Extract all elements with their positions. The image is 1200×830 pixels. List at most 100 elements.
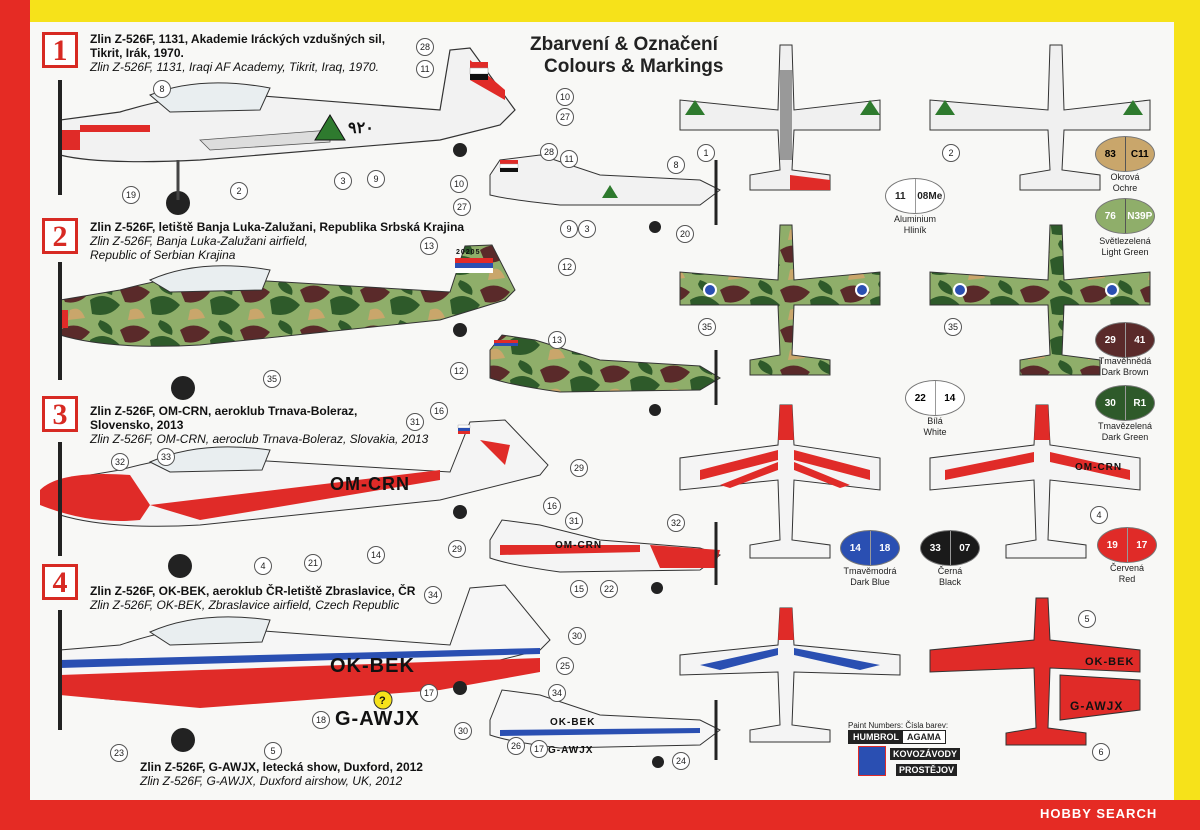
callout-10: 10 bbox=[556, 88, 574, 106]
callout-35c: 35 bbox=[944, 318, 962, 336]
callout-4: 4 bbox=[254, 557, 272, 575]
serial-iraq: ٩٢٠ bbox=[348, 120, 374, 137]
callout-5b: 5 bbox=[1078, 610, 1096, 628]
bottom-red-band bbox=[0, 800, 1200, 830]
callout-25: 25 bbox=[556, 657, 574, 675]
reg-gawjx-main: G-AWJX bbox=[335, 708, 420, 730]
iraq-top-view bbox=[679, 44, 881, 191]
okbek-side-main: ? bbox=[58, 584, 551, 752]
reg-omcrn-bottom: OM-CRN bbox=[1075, 462, 1123, 473]
maker-name-1: KOVOZÁVODY bbox=[890, 748, 961, 760]
callout-29b: 29 bbox=[448, 540, 466, 558]
swatch-black: 33 07 bbox=[920, 530, 980, 566]
callout-32: 32 bbox=[111, 453, 129, 471]
omcrn-side-main bbox=[40, 419, 549, 578]
callout-23: 23 bbox=[110, 744, 128, 762]
reg-okbek-main: OK-BEK bbox=[330, 655, 415, 677]
callout-14: 14 bbox=[367, 546, 385, 564]
reg-okbek-bottom: OK-BEK bbox=[1085, 656, 1135, 668]
krajina-top-view bbox=[679, 224, 881, 376]
iraq-side-main bbox=[58, 47, 516, 215]
swatch-red: 19 17 bbox=[1097, 527, 1157, 563]
title-cz: Zbarvení & Označení bbox=[530, 34, 718, 55]
callout-4b: 4 bbox=[1090, 506, 1108, 524]
callout-8: 8 bbox=[153, 80, 171, 98]
callout-11b: 11 bbox=[560, 150, 578, 168]
paint-brands: HUMBROL AGAMA bbox=[848, 730, 946, 744]
callout-6: 6 bbox=[1092, 743, 1110, 761]
krajina-side-main bbox=[58, 244, 516, 400]
callout-33: 33 bbox=[157, 448, 175, 466]
reg-omcrn-small: OM-CRN bbox=[555, 540, 603, 551]
callout-12: 12 bbox=[558, 258, 576, 276]
iraq-bottom-view bbox=[929, 44, 1151, 191]
svg-text:?: ? bbox=[379, 695, 386, 707]
scheme-caption-3: Zlin Z-526F, OM-CRN, aeroklub Trnava-Bol… bbox=[90, 404, 429, 446]
callout-9b: 9 bbox=[560, 220, 578, 238]
okbek-bottom-view bbox=[929, 597, 1141, 746]
swatch-ochre: 83 C11 bbox=[1095, 136, 1155, 172]
callout-24: 24 bbox=[672, 752, 690, 770]
callout-30b: 30 bbox=[454, 722, 472, 740]
callout-12b: 12 bbox=[450, 362, 468, 380]
omcrn-side-small bbox=[489, 519, 722, 594]
top-yellow-band bbox=[0, 0, 1200, 22]
callout-28b: 28 bbox=[540, 143, 558, 161]
callout-16b: 16 bbox=[543, 497, 561, 515]
title-en: Colours & Markings bbox=[544, 56, 724, 77]
serial-krajina: 20205 bbox=[456, 249, 481, 256]
callout-34b: 34 bbox=[548, 684, 566, 702]
reg-omcrn-main: OM-CRN bbox=[330, 474, 410, 494]
scheme-caption-2: Zlin Z-526F, letiště Banja Luka-Zalužani… bbox=[90, 220, 465, 262]
callout-5: 5 bbox=[264, 742, 282, 760]
brand-agama: AGAMA bbox=[903, 731, 945, 743]
scheme-badge-3: 3 bbox=[42, 396, 78, 432]
callout-21: 21 bbox=[304, 554, 322, 572]
callout-10b: 10 bbox=[450, 175, 468, 193]
callout-16: 16 bbox=[430, 402, 448, 420]
okbek-side-small bbox=[489, 689, 721, 768]
scheme-caption-1: Zlin Z-526F, 1131, Akademie Iráckých vzd… bbox=[90, 32, 386, 74]
iraq-side-small bbox=[489, 154, 721, 233]
reg-gawjx-bottom: G-AWJX bbox=[1070, 699, 1124, 713]
callout-17b: 17 bbox=[530, 740, 548, 758]
krajina-bottom-view bbox=[929, 224, 1151, 376]
page-title: Zbarvení & Označení Colours & Markings bbox=[530, 34, 723, 78]
scheme-badge-1: 1 bbox=[42, 32, 78, 68]
callout-3b: 3 bbox=[578, 220, 596, 238]
swatch-aluminium: 11 08Me bbox=[885, 178, 945, 214]
scheme-caption-5: Zlin Z-526F, G-AWJX, letecká show, Duxfo… bbox=[140, 760, 423, 788]
krajina-side-small bbox=[489, 334, 721, 416]
swatch-dark-green: 30 R1 bbox=[1095, 385, 1155, 421]
paint-numbers-label: Paint Numbers: Čísla barev: bbox=[848, 721, 949, 730]
callout-20: 20 bbox=[676, 225, 694, 243]
watermark-text: HOBBY SEARCH bbox=[1040, 806, 1158, 821]
callout-2b: 2 bbox=[942, 144, 960, 162]
scheme-badge-2: 2 bbox=[42, 218, 78, 254]
callout-29: 29 bbox=[570, 459, 588, 477]
callout-3: 3 bbox=[334, 172, 352, 190]
okbek-top-view bbox=[679, 607, 901, 743]
omcrn-bottom-view bbox=[929, 404, 1141, 559]
kovozavody-logo-icon bbox=[858, 746, 886, 776]
callout-32b: 32 bbox=[667, 514, 685, 532]
callout-8b: 8 bbox=[667, 156, 685, 174]
left-red-band bbox=[0, 0, 30, 830]
callout-27: 27 bbox=[556, 108, 574, 126]
callout-22: 22 bbox=[600, 580, 618, 598]
callout-35: 35 bbox=[263, 370, 281, 388]
omcrn-top-view bbox=[679, 404, 881, 559]
callout-11: 11 bbox=[416, 60, 434, 78]
swatch-white: 22 14 bbox=[905, 380, 965, 416]
callout-26: 26 bbox=[507, 737, 525, 755]
maker-name-2: PROSTĚJOV bbox=[896, 764, 958, 776]
reg-gawjx-small: G-AWJX bbox=[548, 745, 594, 756]
